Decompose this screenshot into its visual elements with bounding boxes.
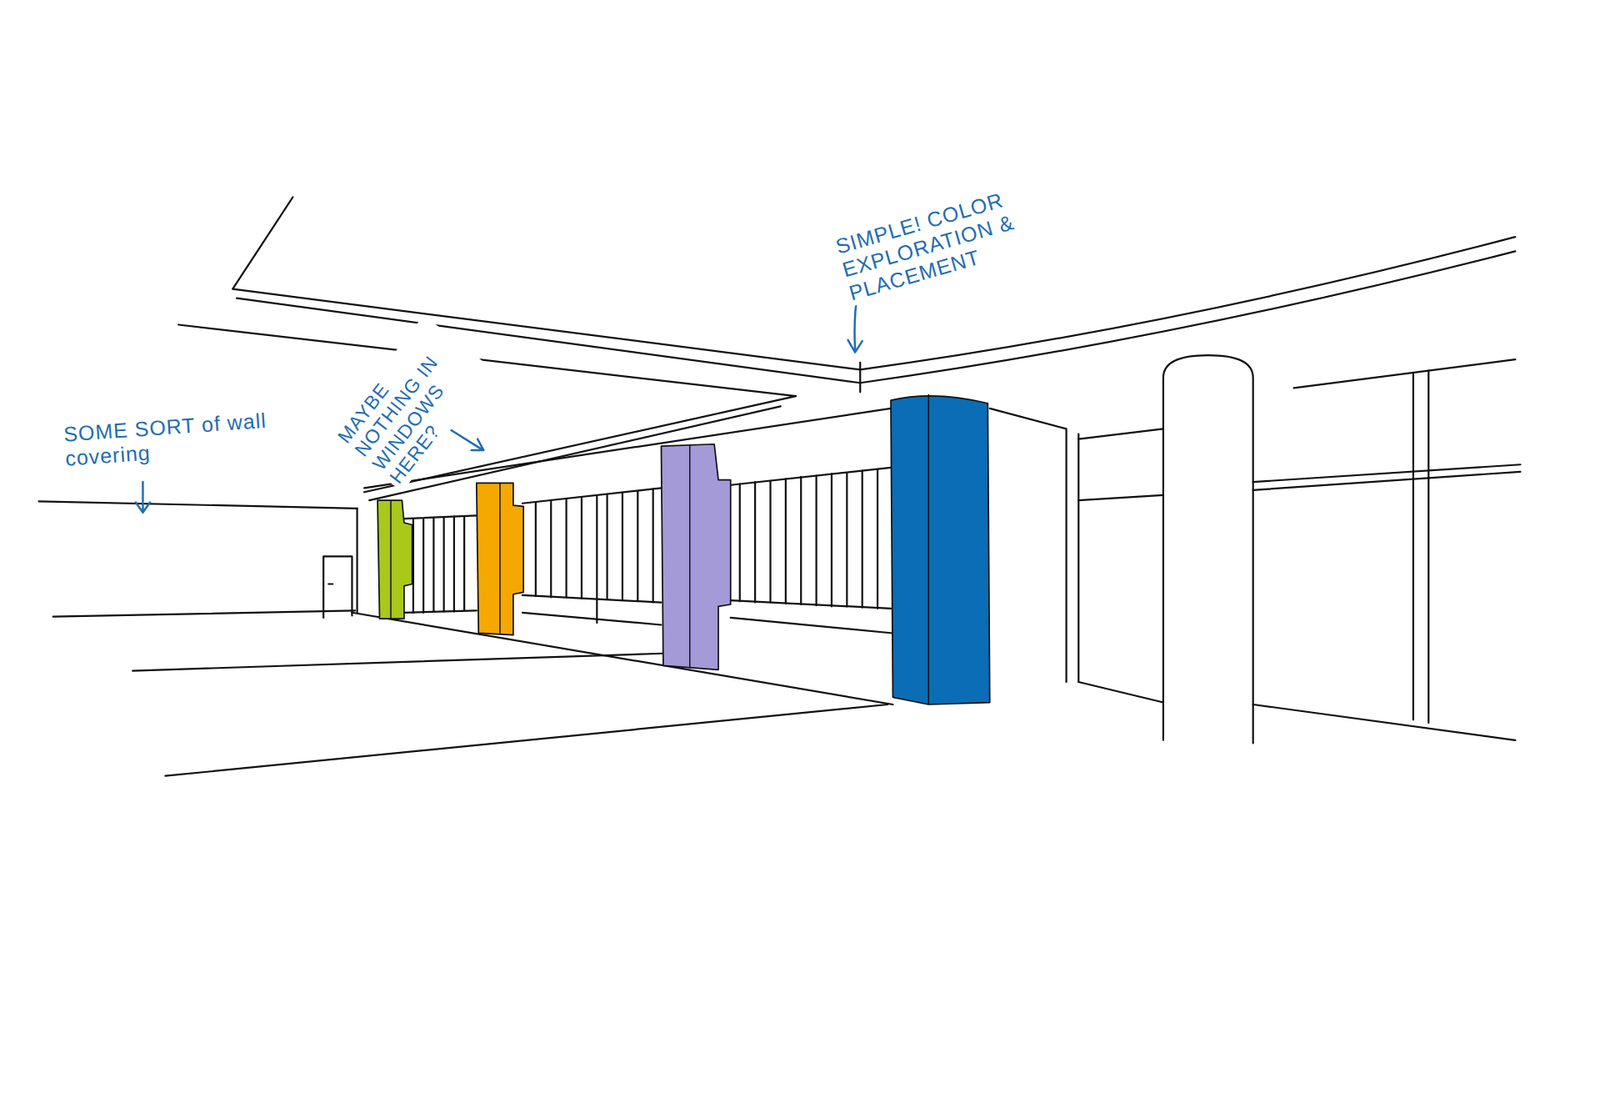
handwritten-annotation: SOME SORT of wall covering (59, 405, 278, 472)
handwritten-annotation: SIMPLE! COLOR EXPLORATION & PLACEMENT (829, 166, 1089, 308)
handwritten-annotation: MAYBE NOTHING IN WINDOWS HERE? (330, 315, 496, 492)
